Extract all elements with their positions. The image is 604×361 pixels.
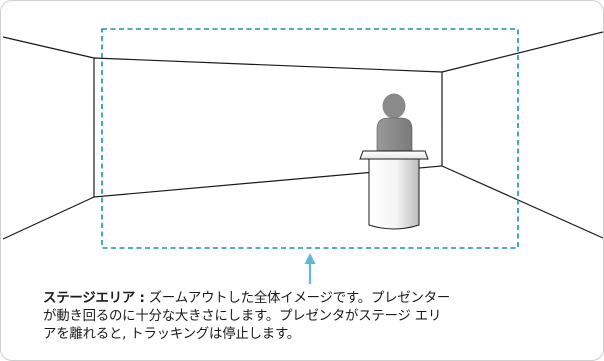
presenter-body: [376, 117, 413, 152]
podium-base: [368, 158, 420, 230]
room-outline: [2, 31, 603, 240]
caption-term: ステージエリア :: [43, 291, 145, 306]
presenter-figure: [376, 93, 413, 152]
up-arrow-icon: [304, 253, 316, 284]
left-wall-bottom-edge: [2, 196, 95, 240]
stage-area-caption: ステージエリア : ズームアウトした全体イメージです。プレゼンター が動き回るの…: [43, 290, 591, 344]
caption-line-2: が動き回るのに十分な大きさにします。プレゼンタがステージ エリ: [43, 309, 442, 324]
caption-line-1: ステージエリア : ズームアウトした全体イメージです。プレゼンター: [43, 290, 591, 308]
caption-line-1-text: ズームアウトした全体イメージです。プレゼンター: [144, 291, 451, 306]
presenter-head: [382, 93, 406, 119]
caption-line-3: アを離れると, トラッキングは停止します。: [43, 327, 300, 342]
right-wall-bottom-edge: [441, 165, 603, 239]
right-wall-top-edge: [441, 31, 603, 73]
stage-area-boundary: [101, 28, 519, 249]
left-wall-top-edge: [2, 36, 95, 59]
podium: [359, 150, 429, 230]
podium-top: [359, 150, 429, 160]
